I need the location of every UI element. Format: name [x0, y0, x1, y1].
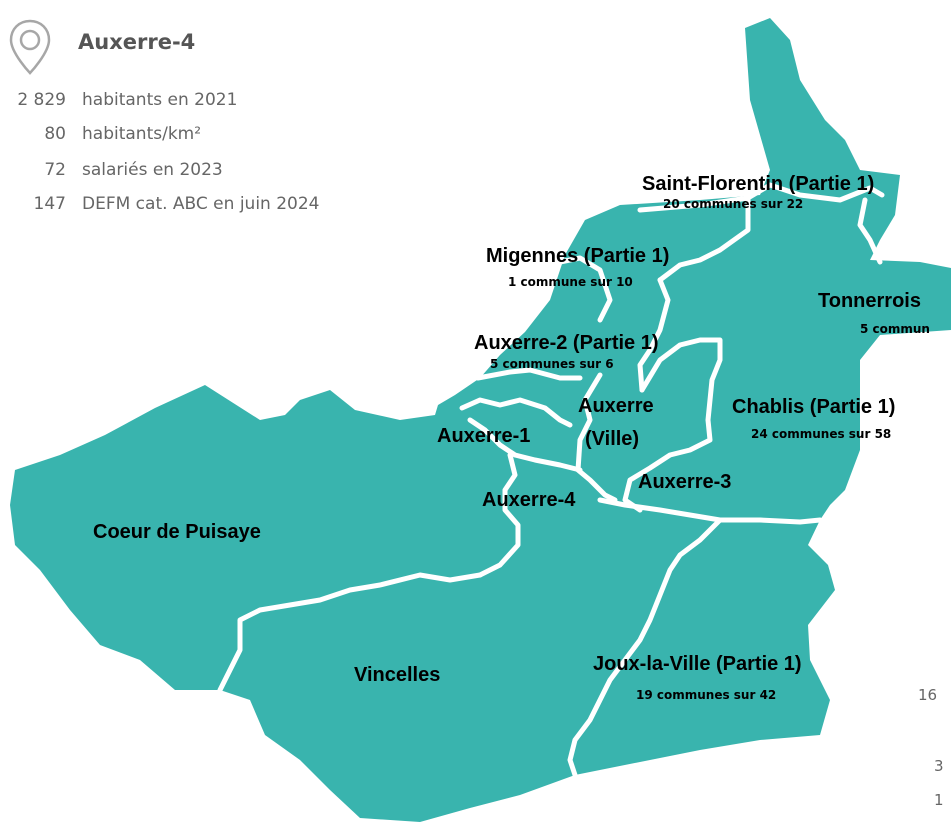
sublabel-chablis: 24 communes sur 58 [751, 427, 892, 441]
label-migennes: Migennes (Partie 1) [486, 245, 670, 267]
map-pin-icon [9, 19, 51, 75]
label-auxerre-ville-line2: (Ville) [585, 428, 640, 450]
side-fragment: 16 [918, 686, 938, 704]
label-vincelles: Vincelles [354, 664, 441, 686]
label-auxerre-3: Auxerre-3 [638, 471, 732, 493]
label-auxerre-1: Auxerre-1 [437, 425, 531, 447]
label-tonnerrois: Tonnerrois [818, 290, 921, 312]
stat-job-seekers-label: DEFM cat. ABC en juin 2024 [82, 194, 320, 214]
district-borders [217, 182, 885, 778]
stat-employees-value: 72 [44, 160, 66, 180]
label-joux-la-ville: Joux-la-Ville (Partie 1) [593, 653, 802, 675]
label-saint-florentin: Saint-Florentin (Partie 1) [642, 173, 875, 195]
stat-job-seekers-value: 147 [33, 194, 66, 214]
sublabel-auxerre-2: 5 communes sur 6 [490, 357, 614, 371]
stat-density-label: habitants/km² [82, 124, 202, 144]
stat-population-value: 2 829 [17, 90, 66, 110]
label-auxerre-2: Auxerre-2 (Partie 1) [474, 332, 659, 354]
sublabel-migennes: 1 commune sur 10 [508, 275, 633, 289]
sublabel-tonnerrois: 5 commun [860, 322, 930, 336]
sublabel-saint-florentin: 20 communes sur 22 [663, 197, 804, 211]
sublabel-joux-la-ville: 19 communes sur 42 [636, 688, 777, 702]
label-coeur-de-puisaye: Coeur de Puisaye [93, 521, 261, 543]
label-auxerre-4: Auxerre-4 [482, 489, 576, 511]
page-title: Auxerre-4 [78, 30, 196, 54]
stat-density-value: 80 [44, 124, 66, 144]
stat-population-label: habitants en 2021 [82, 90, 238, 110]
side-fragment: 1 [934, 791, 944, 809]
stat-employees-label: salariés en 2023 [82, 160, 223, 180]
map-region-shape [10, 18, 951, 822]
label-chablis: Chablis (Partie 1) [732, 396, 896, 418]
side-fragment: 3 [934, 757, 944, 775]
label-auxerre-ville-line1: Auxerre [578, 395, 654, 417]
